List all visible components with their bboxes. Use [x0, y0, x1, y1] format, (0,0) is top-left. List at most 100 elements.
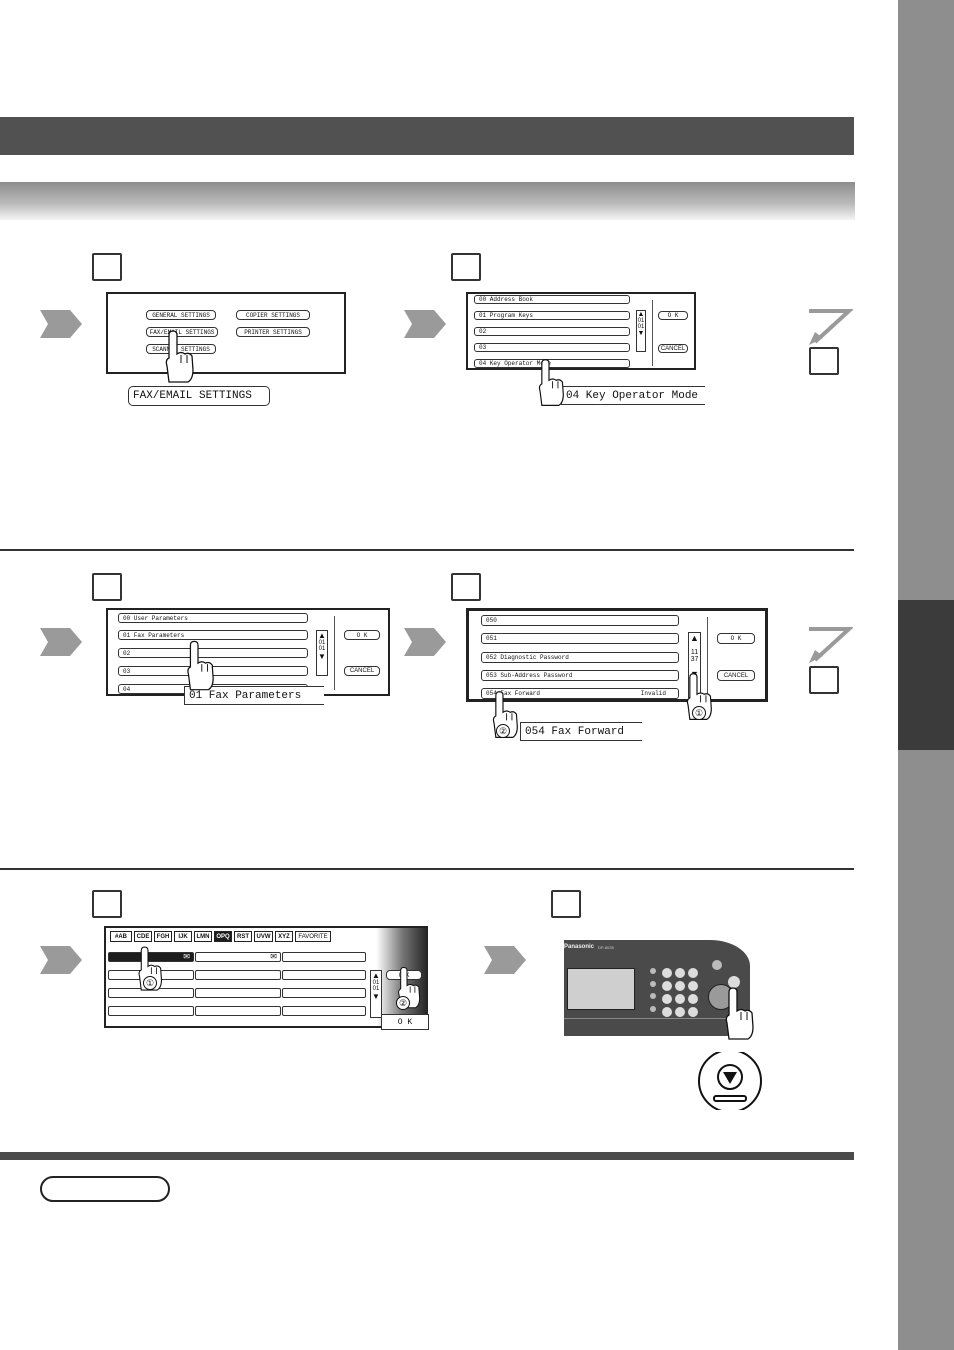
keypad-key[interactable]	[662, 1007, 672, 1017]
keypad-key[interactable]	[675, 1007, 685, 1017]
keypad-key[interactable]	[662, 994, 672, 1004]
notes-divider	[0, 1152, 854, 1160]
divider	[652, 300, 653, 366]
list-row[interactable]: 01 Program Keys	[474, 311, 630, 320]
address-entry[interactable]	[108, 1006, 194, 1016]
keypad-key[interactable]	[662, 981, 672, 991]
keypad-key[interactable]	[675, 994, 685, 1004]
index-tab[interactable]: #AB	[110, 931, 132, 942]
step-number-box	[451, 253, 481, 281]
fax-email-settings-button[interactable]: FAX/EMAIL SETTINGS	[146, 327, 218, 337]
pointing-hand-icon	[538, 359, 564, 406]
list-row[interactable]: 050	[481, 615, 679, 626]
index-tab[interactable]: FAVORITE	[295, 931, 331, 942]
index-tab[interactable]: RST	[234, 931, 252, 942]
keypad-key[interactable]	[688, 1007, 698, 1017]
ok-button[interactable]: O K	[344, 630, 380, 640]
address-entry[interactable]	[195, 1006, 281, 1016]
step-marker-2: ②	[396, 996, 410, 1010]
scroll-control[interactable]: ▲ 01 01 ▼	[316, 630, 328, 676]
keypad-key[interactable]	[662, 968, 672, 978]
list-row[interactable]: 00 User Parameters	[118, 613, 308, 623]
stop-key[interactable]	[728, 976, 740, 988]
index-tab[interactable]: XYZ	[275, 931, 293, 942]
keypad-key[interactable]	[688, 994, 698, 1004]
function-key[interactable]	[650, 993, 656, 1000]
scroll-up-icon[interactable]: ▲	[372, 971, 380, 980]
reset-key[interactable]	[712, 960, 722, 970]
cancel-button[interactable]: CANCEL	[717, 670, 755, 681]
scroll-down-icon[interactable]: ▼	[372, 992, 380, 1001]
general-settings-button[interactable]: GENERAL SETTINGS	[146, 310, 216, 320]
list-row[interactable]: 02	[118, 648, 308, 658]
address-entry[interactable]	[282, 1006, 366, 1016]
index-tab[interactable]: CDE	[134, 931, 152, 942]
continued-step-box	[809, 666, 839, 694]
key-operator-mode-callout: 04 Key Operator Mode	[561, 386, 705, 405]
cancel-button[interactable]: CANCEL	[658, 344, 688, 353]
list-row[interactable]: 00 Address Book	[474, 295, 630, 304]
function-keys	[650, 968, 656, 1012]
setting-value: Invalid	[640, 690, 666, 697]
ok-button[interactable]: O K	[658, 311, 688, 320]
step-number-box	[92, 253, 122, 281]
address-entry[interactable]	[282, 952, 366, 962]
continue-arrow-icon	[809, 309, 853, 345]
cancel-button[interactable]: CANCEL	[344, 666, 380, 676]
scroll-up-icon[interactable]: ▲	[637, 311, 645, 318]
address-entry[interactable]	[195, 970, 281, 980]
fax-forward-callout: 054 Fax Forward	[520, 722, 642, 741]
page-bottom: 01	[318, 646, 326, 652]
step-number-box	[451, 573, 481, 601]
function-key[interactable]	[650, 1005, 656, 1012]
step-number-box	[551, 890, 581, 918]
step-arrow-icon	[40, 628, 82, 656]
divider	[334, 616, 335, 690]
scroll-down-icon[interactable]: ▼	[318, 652, 326, 661]
step-arrow-icon	[404, 628, 446, 656]
index-tab[interactable]: IJK	[174, 931, 192, 942]
scroll-down-icon[interactable]: ▼	[637, 330, 645, 337]
index-tab-active[interactable]: OPQ	[214, 931, 232, 942]
ok-button[interactable]: O K	[717, 633, 755, 644]
scroll-up-icon[interactable]: ▲	[690, 633, 699, 643]
list-row[interactable]: 052 Diagnostic Password	[481, 652, 679, 663]
keypad-key[interactable]	[675, 968, 685, 978]
fax-parameters-callout: 01 Fax Parameters	[184, 686, 324, 705]
function-key[interactable]	[650, 968, 656, 974]
step-arrow-icon	[40, 310, 82, 338]
function-key[interactable]	[650, 980, 656, 987]
keypad-key[interactable]	[688, 981, 698, 991]
address-entry[interactable]	[195, 988, 281, 998]
list-row[interactable]: 053 Sub-Address Password	[481, 670, 679, 681]
settings-menu-screen: GENERAL SETTINGS COPIER SETTINGS FAX/EMA…	[106, 292, 346, 374]
page-bottom: 01	[372, 986, 380, 992]
stop-button-icon	[698, 1052, 762, 1110]
email-icon: ✉	[183, 952, 190, 961]
scroll-up-icon[interactable]: ▲	[318, 631, 326, 640]
copier-settings-button[interactable]: COPIER SETTINGS	[236, 310, 310, 320]
address-entry-selected[interactable]: ✉	[108, 952, 194, 962]
fax-parameters-screen: 050 051 052 Diagnostic Password 053 Sub-…	[466, 608, 768, 702]
list-row[interactable]: 03	[474, 343, 630, 352]
section-divider	[0, 868, 854, 870]
keypad-key[interactable]	[688, 968, 698, 978]
list-row[interactable]: 04 Key Operator Mode	[474, 359, 630, 368]
index-tab[interactable]: LMN	[194, 931, 212, 942]
address-entry[interactable]	[282, 988, 366, 998]
page-top: 01	[318, 640, 326, 646]
email-icon: ✉	[270, 952, 277, 961]
index-tab[interactable]: UVW	[254, 931, 273, 942]
list-row[interactable]: 01 Fax Parameters	[118, 630, 308, 640]
keypad-key[interactable]	[675, 981, 685, 991]
address-entry[interactable]: ✉	[195, 952, 281, 962]
function-list-screen: 00 Address Book 01 Program Keys 02 03 04…	[466, 292, 696, 370]
address-entry[interactable]	[282, 970, 366, 980]
scroll-control[interactable]: ▲ 01 01 ▼	[370, 970, 382, 1018]
list-row[interactable]: 051	[481, 633, 679, 644]
printer-settings-button[interactable]: PRINTER SETTINGS	[236, 327, 310, 337]
scroll-control[interactable]: ▲ 01 01 ▼	[636, 310, 646, 352]
index-tab[interactable]: FGH	[154, 931, 172, 942]
list-row[interactable]: 02	[474, 327, 630, 336]
